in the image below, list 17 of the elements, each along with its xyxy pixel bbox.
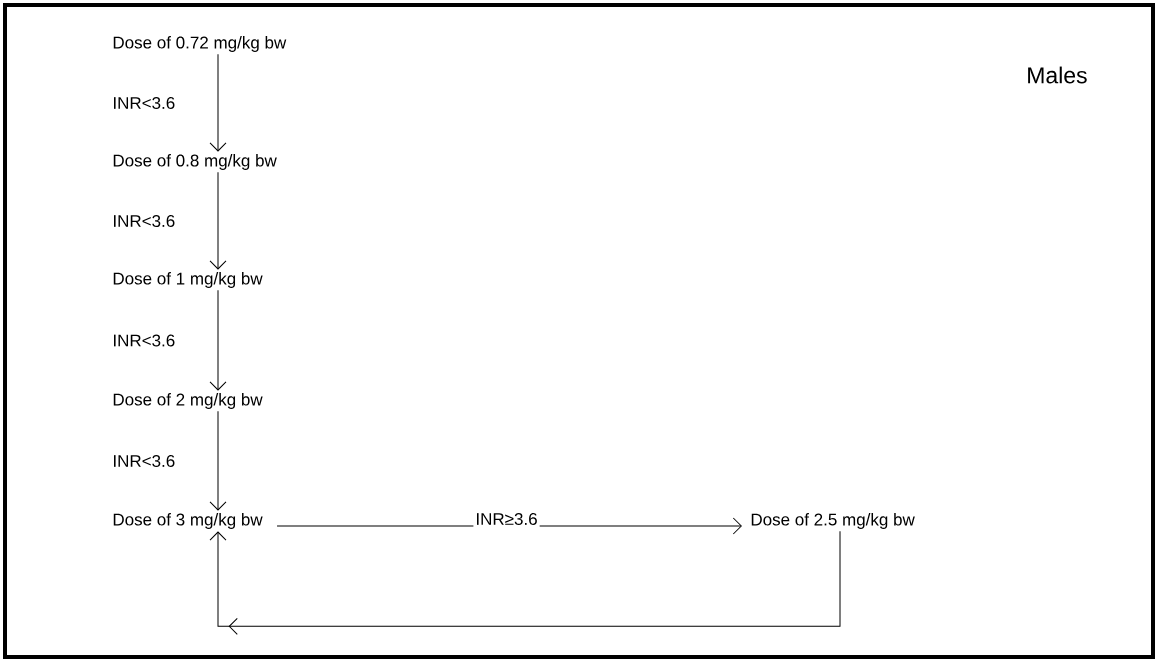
edge-label: INR≥3.6 bbox=[473, 510, 540, 527]
arrow bbox=[209, 53, 227, 152]
dose-text: Dose of 0.8 mg/kg bw bbox=[113, 154, 277, 170]
dose-text: Dose of 3 mg/kg bw bbox=[113, 513, 263, 529]
edge-label: INR<3.6 bbox=[113, 455, 175, 467]
panel-title: Males bbox=[1028, 66, 1087, 84]
edge-label: INR<3.6 bbox=[113, 97, 175, 109]
edge-label: INR<3.6 bbox=[113, 334, 175, 347]
arrow bbox=[209, 530, 841, 635]
dose-text: Dose of 1 mg/kg bw bbox=[113, 272, 263, 288]
dose-text: Dose of 2.5 mg/kg bw bbox=[751, 513, 915, 529]
arrow bbox=[209, 410, 227, 511]
dose-text: Dose of 2 mg/kg bw bbox=[113, 393, 263, 409]
arrow bbox=[209, 289, 227, 391]
dose-text: Dose of 0.72 mg/kg bw bbox=[113, 36, 287, 52]
edge-label: INR<3.6 bbox=[113, 215, 175, 227]
arrow bbox=[209, 171, 227, 270]
